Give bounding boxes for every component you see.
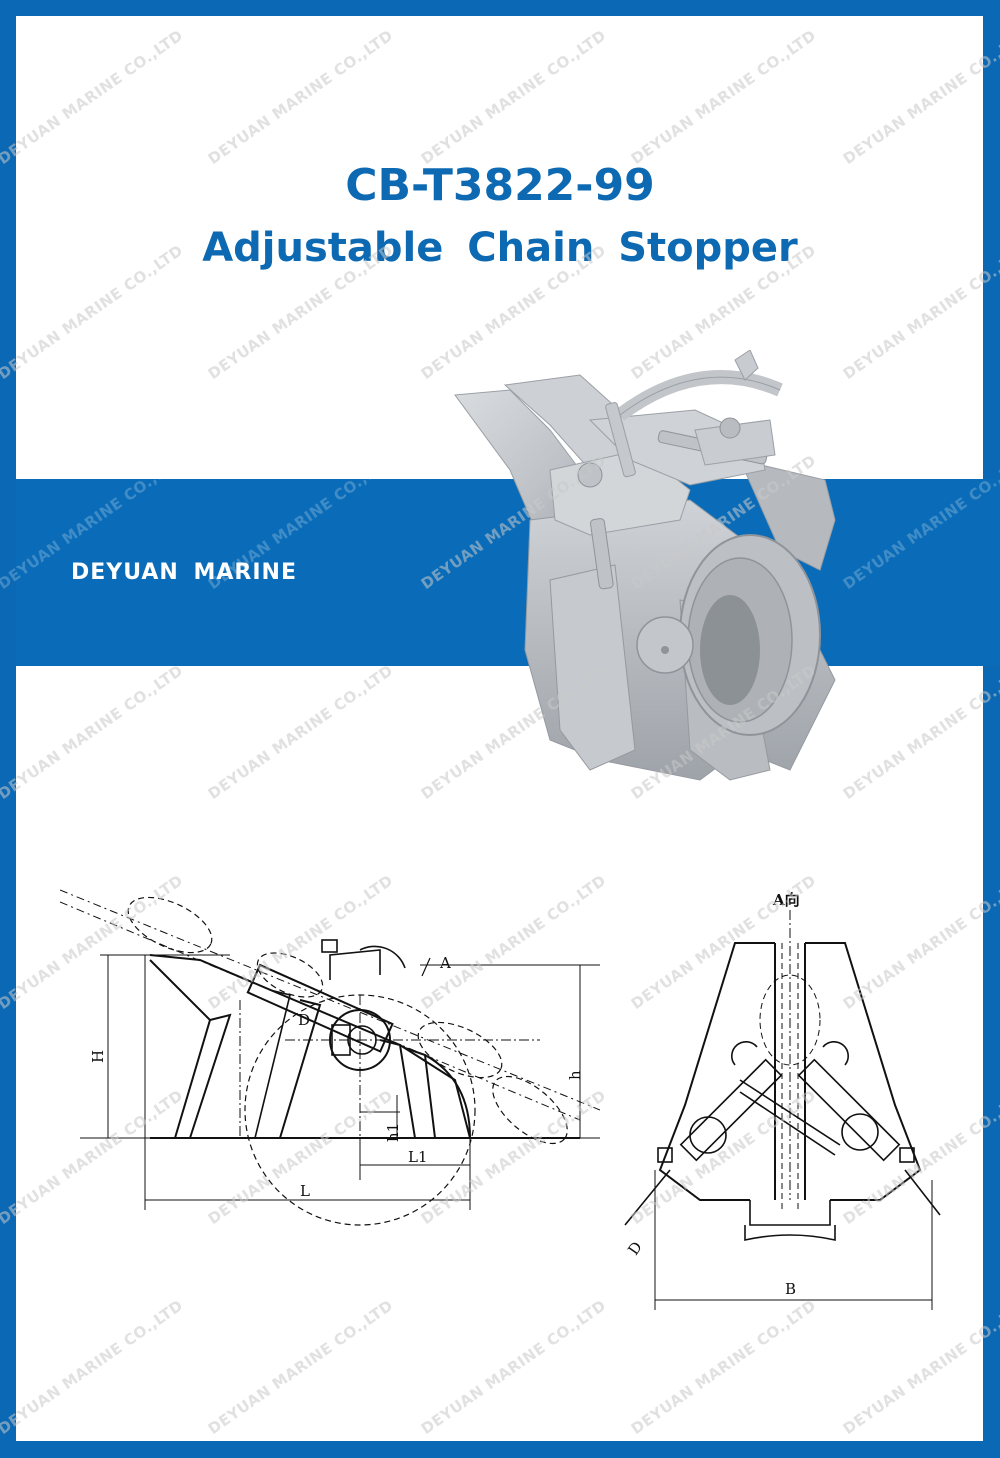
side-view-drawing: H A D h h1 L1 L (60, 889, 600, 1226)
brand-band (16, 479, 1000, 666)
dim-H: H (89, 1050, 107, 1063)
standard-code-title: CB-T3822-99 (345, 160, 655, 211)
dim-B: B (785, 1280, 796, 1298)
dim-L1: L1 (408, 1148, 428, 1166)
dim-D-front: D (624, 1238, 646, 1258)
dim-D: D (298, 1011, 310, 1029)
view-label-A: A向 (772, 891, 800, 909)
product-photo (454, 350, 836, 781)
dim-h: h (566, 1070, 584, 1080)
dim-h1: h1 (384, 1123, 402, 1142)
front-view-drawing: A向 B D (624, 891, 941, 1310)
product-name-title: Adjustable Chain Stopper (202, 225, 798, 271)
dim-L: L (300, 1182, 310, 1200)
view-arrow-A: A (439, 954, 451, 972)
brand-name: DEYUAN MARINE (71, 560, 297, 585)
bottom-panel (16, 666, 983, 1441)
